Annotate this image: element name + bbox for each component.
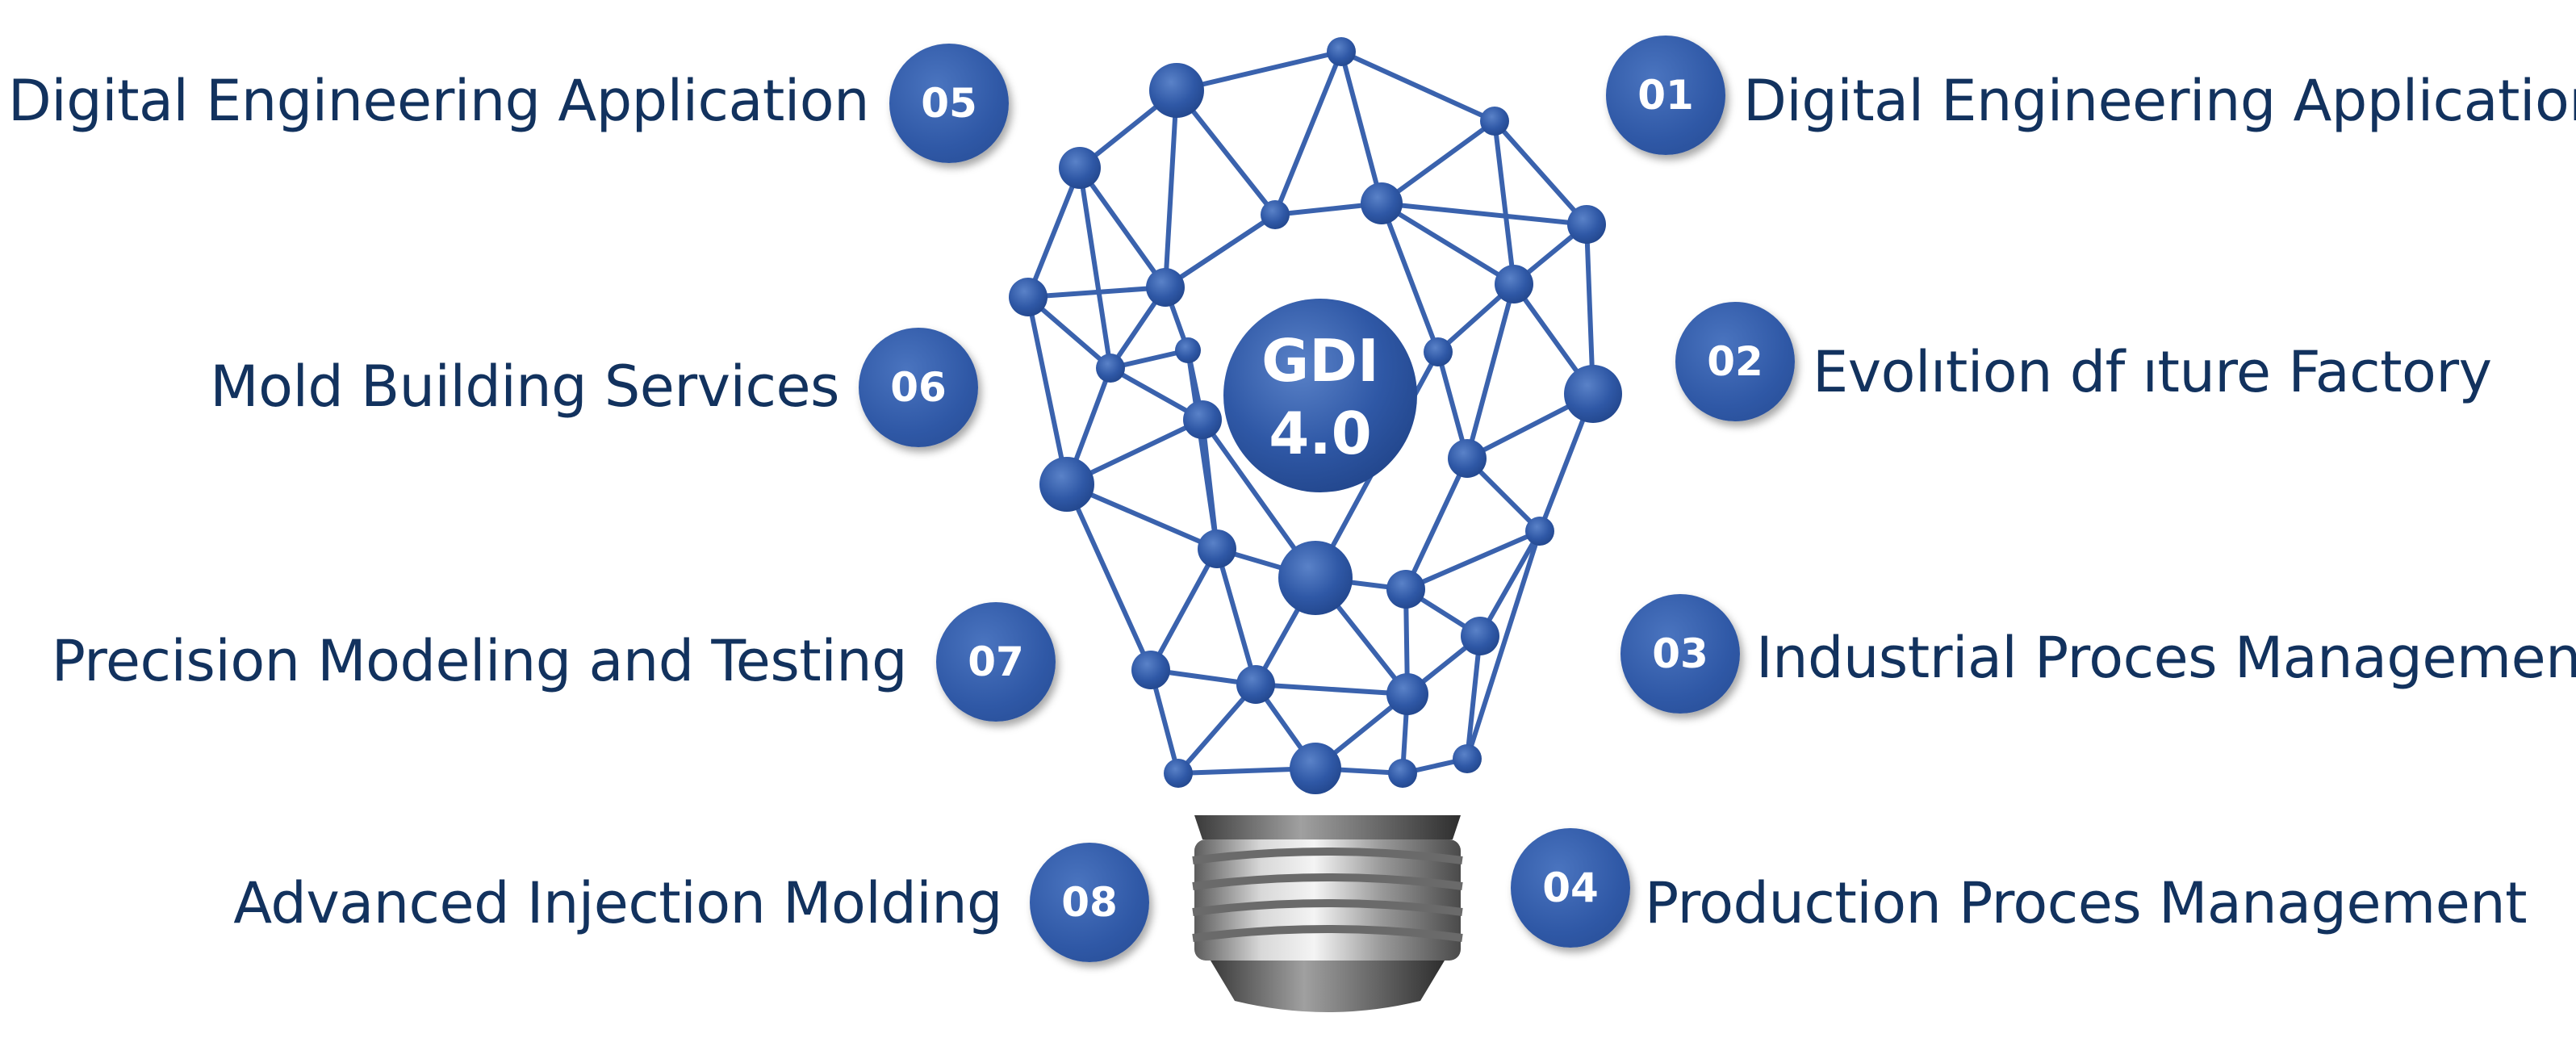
network-edge [1379, 201, 1441, 354]
network-edge [1492, 119, 1589, 227]
badge-03: 03 [1620, 594, 1740, 714]
network-edge [1403, 456, 1470, 592]
network-edge [1465, 529, 1542, 761]
network-node [1175, 337, 1201, 363]
network-edge [1215, 546, 1258, 687]
center-hub-title: GDI [1261, 327, 1379, 395]
network-nodes [1009, 37, 1622, 794]
network-node [1461, 617, 1499, 655]
network-edge [1379, 201, 1589, 227]
label-07: Precision Modeling and Testing [51, 628, 908, 694]
network-node [1480, 107, 1509, 136]
network-edge [1026, 165, 1082, 299]
badge-05: 05 [889, 44, 1009, 163]
network-edge [1379, 119, 1497, 206]
network-edge [1465, 634, 1482, 761]
badge-08: 08 [1030, 843, 1149, 962]
network-edge [1478, 529, 1542, 638]
network-node [1525, 517, 1554, 546]
network-edge [1379, 201, 1516, 287]
badge-04: 04 [1511, 828, 1630, 948]
network-node [1386, 673, 1428, 715]
network-node [1198, 530, 1236, 568]
network-edge [1186, 348, 1219, 551]
network-edge [1492, 119, 1516, 287]
center-hub-version: 4.0 [1269, 400, 1372, 467]
badge-01: 01 [1606, 36, 1725, 155]
network-node [1388, 759, 1417, 788]
label-03: Industrial Proces Management [1756, 625, 2576, 691]
label-04: Production Proces Management [1645, 870, 2528, 936]
label-02: Evolıtion df ıture Factory [1813, 339, 2492, 405]
network-node [1009, 278, 1048, 316]
network-node [1327, 37, 1356, 66]
network-edge [1339, 49, 1384, 206]
network-node [1564, 365, 1622, 423]
network-node [1146, 268, 1185, 307]
network-node [1495, 265, 1533, 303]
network-edge [1176, 682, 1258, 776]
network-node [1149, 63, 1204, 118]
badge-06: 06 [859, 328, 978, 447]
center-hub [1223, 299, 1417, 492]
label-06: Mold Building Services [210, 354, 839, 420]
label-01: Digital Engineering Application [1743, 68, 2576, 134]
network-edge [1026, 295, 1069, 487]
network-node [1164, 759, 1193, 788]
network-node [1236, 665, 1275, 704]
network-edge [1339, 49, 1497, 123]
network-edge [1148, 546, 1219, 672]
network-node [1096, 354, 1125, 383]
network-edge [1403, 529, 1542, 592]
network-node [1261, 200, 1290, 229]
network-edge [1077, 165, 1168, 290]
network-node [1290, 743, 1341, 794]
network-edge [1163, 88, 1179, 290]
label-05: Digital Engineering Application [7, 68, 870, 134]
network-node [1448, 439, 1487, 478]
network-edge [1465, 282, 1516, 461]
network-node [1278, 541, 1353, 615]
bulb-base [1192, 815, 1463, 1012]
network-node [1131, 651, 1170, 689]
badge-07: 07 [936, 602, 1056, 722]
network-edge [1064, 482, 1153, 672]
network-node [1059, 147, 1101, 189]
network-node [1386, 570, 1425, 609]
network-edge [1273, 49, 1344, 217]
network-node [1424, 337, 1453, 366]
network-edge [1077, 165, 1113, 370]
network-node [1361, 182, 1403, 224]
network-node [1453, 744, 1482, 773]
network-node [1039, 457, 1094, 512]
label-08: Advanced Injection Molding [233, 870, 1002, 936]
badge-02: 02 [1675, 302, 1795, 421]
network-node [1183, 400, 1222, 439]
network-edge [1163, 212, 1278, 290]
network-edge [1253, 682, 1410, 697]
network-edge [1174, 49, 1344, 93]
network-node [1567, 205, 1606, 244]
